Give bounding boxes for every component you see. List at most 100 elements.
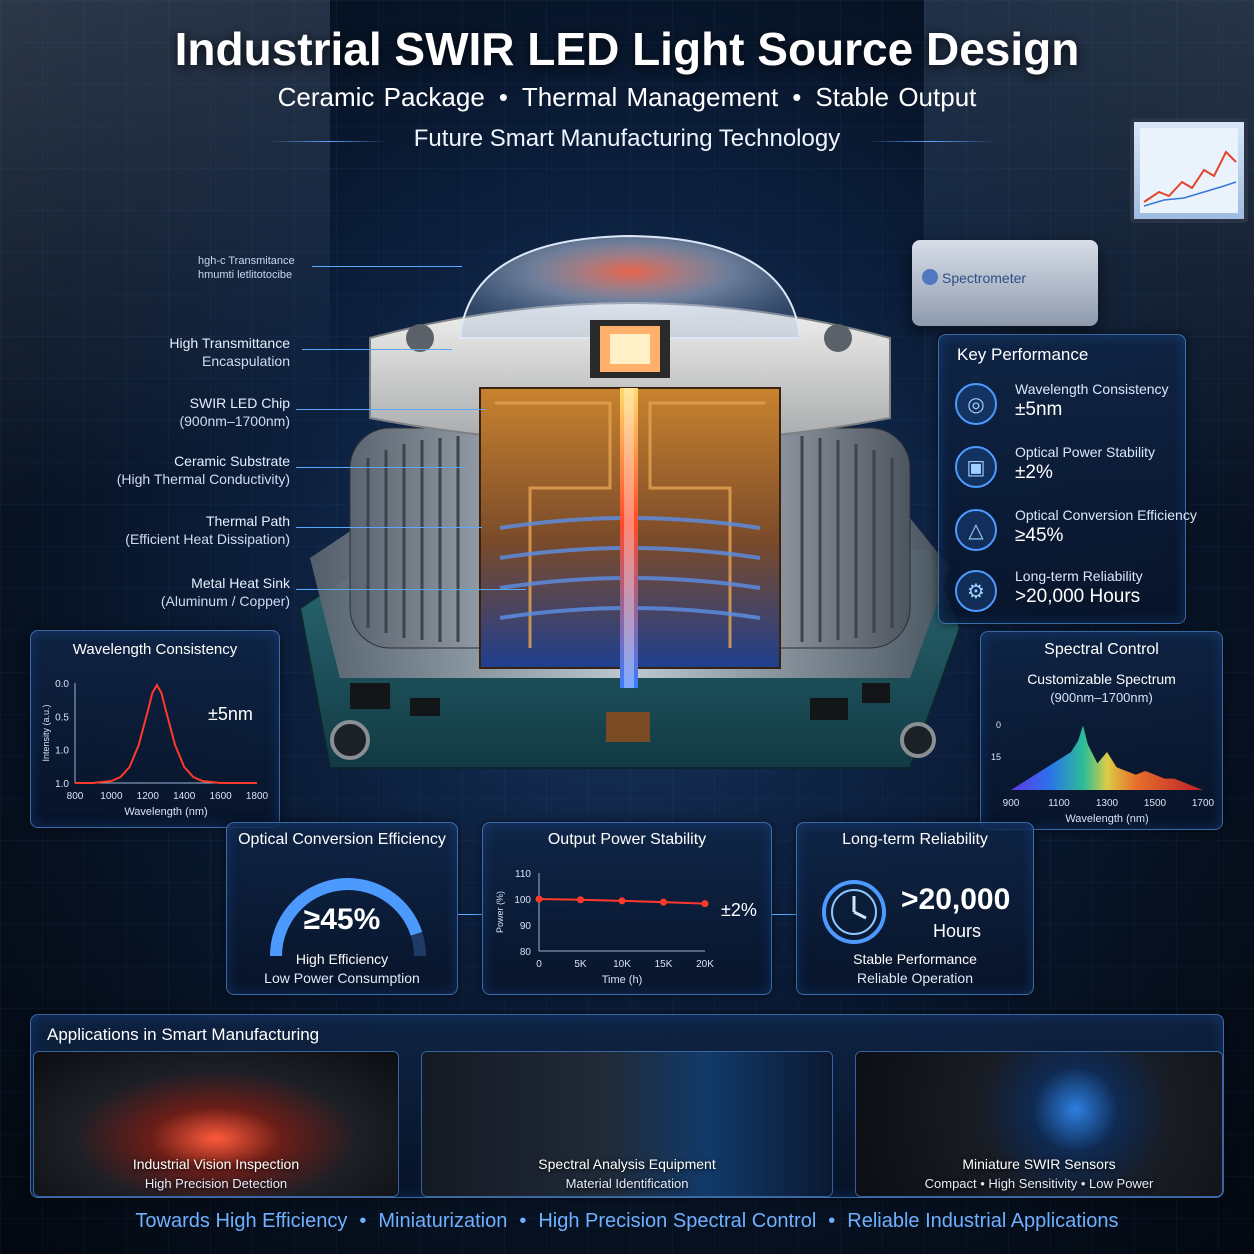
key-performance-title: Key Performance (957, 345, 1089, 364)
callout-line (302, 349, 452, 350)
y-tick-label: 90 (520, 921, 532, 932)
efficiency-line1: High Efficiency (295, 951, 389, 967)
y-axis-label: Power (%) (495, 891, 505, 933)
reliability-panel: Long-term Reliability >20,000 Hours Stab… (796, 822, 1034, 995)
callout-label: Ceramic Substrate (174, 453, 290, 469)
wavelength-value: ±5nm (208, 704, 253, 724)
y-tick-label: 100 (514, 895, 531, 906)
shield-gear-icon: ⚙ (955, 570, 997, 612)
app-card-swir-sensors[interactable]: Miniature SWIR Sensors Compact • High Se… (855, 1051, 1223, 1197)
spectral-panel-title: Spectral Control (1044, 641, 1159, 658)
kp-item-power-stability: ▣ Optical Power Stability ±2% (955, 442, 1185, 494)
callout-garbled-line: hgh-c Transmitance (198, 255, 295, 267)
spectral-analysis-image (422, 1052, 832, 1196)
y-tick-label: 80 (520, 947, 532, 958)
footer-separator: • (828, 1210, 836, 1232)
app-card-sub: High Precision Detection (144, 1176, 288, 1191)
background-monitor (1130, 118, 1248, 223)
tagline: Future Smart Manufacturing Technology (413, 125, 841, 152)
x-tick-label: 1200 (137, 791, 160, 802)
callout-heat-sink: Metal Heat Sink (Aluminum / Copper) (60, 574, 290, 610)
y-tick-label: 0.0 (55, 679, 69, 690)
x-tick-label: 800 (67, 791, 84, 802)
subtitle-separator: • (498, 82, 508, 112)
efficiency-icon: △ (955, 509, 997, 551)
background-spectrometer: Spectrometer (912, 240, 1098, 326)
factory-machine-left (0, 0, 330, 640)
x-tick-label: 5K (574, 959, 587, 970)
spectrum-area (1011, 725, 1203, 790)
app-card-sub: Compact • High Sensitivity • Low Power (924, 1176, 1154, 1191)
footer-separator: • (359, 1210, 367, 1232)
callout-line (312, 266, 462, 267)
applications-panel: Applications in Smart Manufacturing Indu… (30, 1014, 1224, 1198)
y-tick-label: 1.0 (55, 779, 69, 790)
x-tick-label: 1400 (173, 791, 196, 802)
vision-inspection-image (34, 1052, 398, 1196)
callout-sub: (900nm–1700nm) (179, 413, 290, 429)
callout-sub: (Efficient Heat Dissipation) (125, 531, 290, 547)
stability-point (535, 895, 543, 903)
footer-item: Towards High Efficiency (135, 1210, 348, 1232)
reliability-line1: Stable Performance (853, 951, 977, 967)
y-axis-label: Intensity (a.u.) (41, 704, 51, 761)
x-tick-label: 15K (655, 959, 673, 970)
subtitle-item: Stable Output (815, 82, 977, 112)
callout-garbled-line: hmumti letlitotocibe (198, 269, 293, 281)
kp-label: Optical Conversion Efficiency (1015, 507, 1197, 523)
wavelength-curve (75, 682, 257, 784)
clock-icon (822, 880, 886, 944)
kp-label: Wavelength Consistency (1015, 381, 1169, 397)
efficiency-panel-title: Optical Conversion Efficiency (238, 831, 446, 848)
callout-garbled-text: hgh-c Transmitance hmumti letlitotocibe (198, 254, 295, 282)
subtitle-item: Ceramic Package (277, 82, 485, 112)
app-card-vision-inspection[interactable]: Industrial Vision Inspection High Precis… (33, 1051, 399, 1197)
footer-item: Reliable Industrial Applications (847, 1210, 1119, 1232)
stability-value: ±2% (721, 900, 757, 920)
y-tick-label: 0 (996, 720, 1001, 730)
subtitle-item: Thermal Management (521, 82, 779, 112)
tagline-rule-left (268, 141, 388, 142)
kp-value: >20,000 Hours (1015, 586, 1141, 607)
led-device-illustration (290, 228, 970, 788)
wavelength-panel-title: Wavelength Consistency (72, 641, 238, 658)
x-tick-label: 1300 (1096, 798, 1119, 809)
footer-tagline: Towards High Efficiency•Miniaturization•… (0, 1210, 1254, 1233)
footer-separator: • (519, 1210, 527, 1232)
app-card-spectral-analysis[interactable]: Spectral Analysis Equipment Material Ide… (421, 1051, 833, 1197)
stability-point (701, 900, 709, 908)
kp-item-reliability: ⚙ Long-term Reliability >20,000 Hours (955, 566, 1185, 618)
callout-sub: (Aluminum / Copper) (160, 593, 290, 609)
stability-point (660, 898, 667, 906)
x-tick-label: 10K (613, 959, 631, 970)
y-tick-label: 110 (515, 869, 531, 880)
cube-icon: ▣ (955, 446, 997, 488)
callout-label: SWIR LED Chip (189, 395, 290, 411)
page-subtitle: Ceramic Package•Thermal Management•Stabl… (0, 82, 1254, 113)
efficiency-value: ≥45% (303, 903, 381, 936)
reliability-unit: Hours (933, 921, 982, 941)
spectrometer-label: Spectrometer (942, 270, 1027, 286)
x-axis-label: Time (h) (602, 974, 643, 986)
kp-value: ±2% (1015, 462, 1053, 483)
spectrometer-logo-icon (922, 269, 938, 285)
footer-item: High Precision Spectral Control (538, 1210, 817, 1232)
callout-label: Metal Heat Sink (191, 575, 290, 591)
swir-sensor-image (856, 1052, 1222, 1196)
panel-connector (458, 914, 482, 915)
x-tick-label: 900 (1003, 798, 1020, 809)
callout-led-chip: SWIR LED Chip (900nm–1700nm) (60, 394, 290, 430)
wave-target-icon: ◎ (955, 383, 997, 425)
callout-ceramic-substrate: Ceramic Substrate (High Thermal Conducti… (60, 452, 290, 488)
app-card-label: Spectral Analysis Equipment (538, 1156, 716, 1172)
spectral-panel-range: (900nm–1700nm) (1050, 690, 1153, 705)
efficiency-panel: Optical Conversion Efficiency ≥45% High … (226, 822, 458, 995)
y-tick-label: 0.5 (55, 712, 69, 723)
app-card-label: Miniature SWIR Sensors (962, 1156, 1116, 1172)
kp-label: Optical Power Stability (1015, 444, 1156, 460)
tagline-rule-right (866, 141, 996, 142)
